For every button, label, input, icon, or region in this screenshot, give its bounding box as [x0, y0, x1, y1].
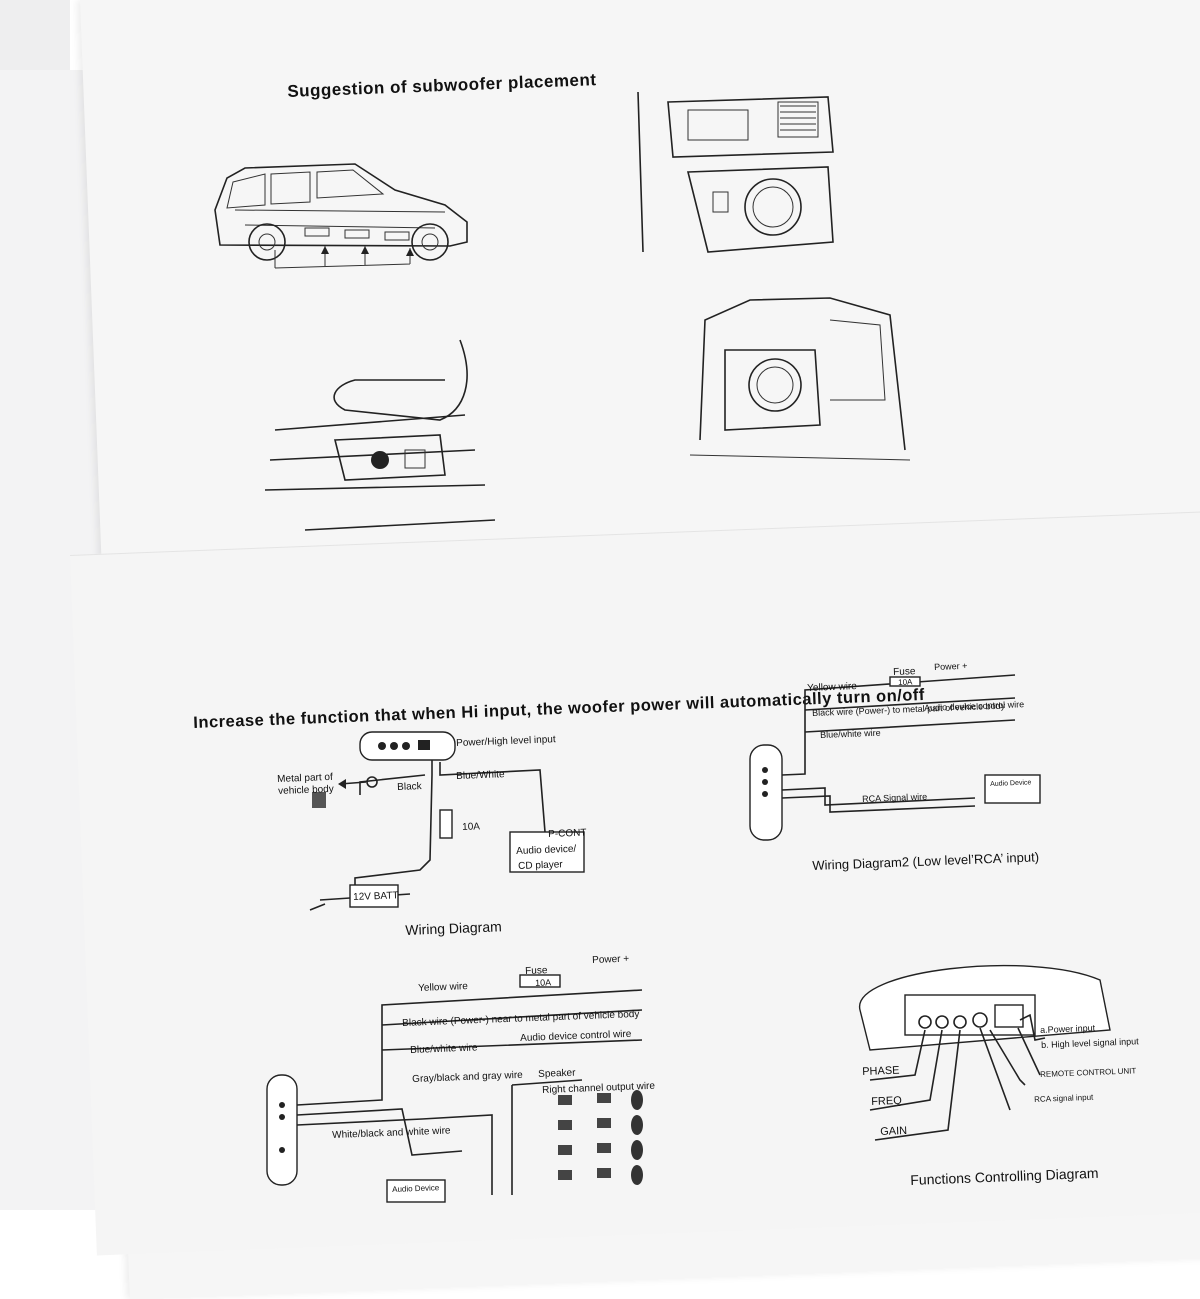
f-a-power: a.Power input: [1040, 1022, 1096, 1035]
trunk-illustration: [689, 297, 911, 461]
w1-fuse: 10A: [462, 821, 481, 833]
w1-batt: 12V BATT: [353, 890, 399, 903]
w2-yellow: Yellow wire: [807, 681, 858, 694]
w3-fuse-label: Fuse: [525, 965, 548, 977]
wiring-diagram-3: [266, 974, 643, 1203]
w3-fuse-value: 10A: [535, 977, 552, 988]
w1-p-cont: P-CONT: [548, 827, 587, 840]
f-freq: FREQ: [871, 1094, 903, 1108]
w1-audio-line2: CD player: [518, 859, 563, 872]
w1-metal-line1: Metal part of: [277, 771, 333, 785]
w3-speaker: Speaker: [538, 1067, 576, 1080]
w2-fuse-value: 10A: [898, 677, 913, 687]
dashboard-illustration: [637, 91, 834, 253]
w1-audio-line1: Audio device/: [516, 843, 577, 857]
w1-metal-line2: vehicle body: [278, 783, 334, 797]
w2-fuse-label: Fuse: [893, 666, 916, 678]
wiring-diagram-1: [309, 731, 585, 911]
w3-power-plus: Power +: [592, 953, 630, 966]
w1-blue-white: Blue/White: [456, 769, 505, 782]
seat-illustration: [264, 339, 496, 531]
wiring-diagram-2: [749, 674, 1041, 841]
w2-power-plus: Power +: [934, 660, 968, 672]
f-gain: GAIN: [880, 1124, 908, 1138]
minivan-illustration: [214, 163, 468, 269]
w3-yellow: Yellow wire: [418, 981, 469, 994]
functions-diagram: [859, 964, 1111, 1141]
w1-black: Black: [397, 781, 422, 793]
f-phase: PHASE: [862, 1064, 900, 1078]
w3-audio-device: Audio Device: [392, 1183, 440, 1194]
